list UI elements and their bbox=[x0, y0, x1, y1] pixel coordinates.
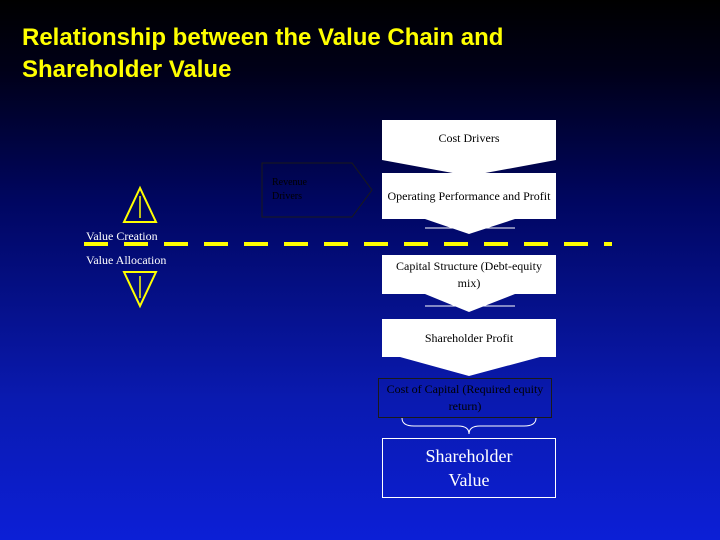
value-creation-label: Value Creation bbox=[86, 229, 158, 243]
capital-structure-box: Capital Structure (Debt-equity mix) bbox=[382, 255, 556, 294]
operating-performance-arrow bbox=[425, 219, 515, 234]
value-creation-triangle bbox=[122, 185, 158, 223]
slide-title: Relationship between the Value Chain and… bbox=[22, 22, 682, 86]
shareholder-value-line-1: Shareholder bbox=[425, 446, 513, 466]
shareholder-value-box: Shareholder Value bbox=[382, 438, 556, 498]
capital-structure-arrow bbox=[425, 294, 515, 312]
cost-drivers-box: Cost Drivers bbox=[382, 120, 556, 157]
revenue-drivers-arrow bbox=[261, 162, 373, 218]
slide-title-line-2: Shareholder Value bbox=[22, 56, 232, 83]
revenue-drivers-label: Revenue Drivers bbox=[272, 177, 307, 202]
cost-of-capital-bracket bbox=[401, 417, 537, 435]
operating-performance-box: Operating Performance and Profit bbox=[382, 173, 556, 219]
shareholder-profit-box: Shareholder Profit bbox=[382, 319, 556, 357]
shareholder-value-line-2: Value bbox=[448, 470, 490, 490]
value-allocation-triangle bbox=[122, 271, 158, 309]
value-allocation-label: Value Allocation bbox=[86, 253, 167, 267]
slide-title-line-1: Relationship between the Value Chain and bbox=[22, 24, 504, 51]
cost-drivers-arrow bbox=[382, 157, 556, 176]
cost-of-capital-box: Cost of Capital (Required equity return) bbox=[378, 378, 552, 418]
shareholder-profit-arrow bbox=[400, 357, 540, 376]
